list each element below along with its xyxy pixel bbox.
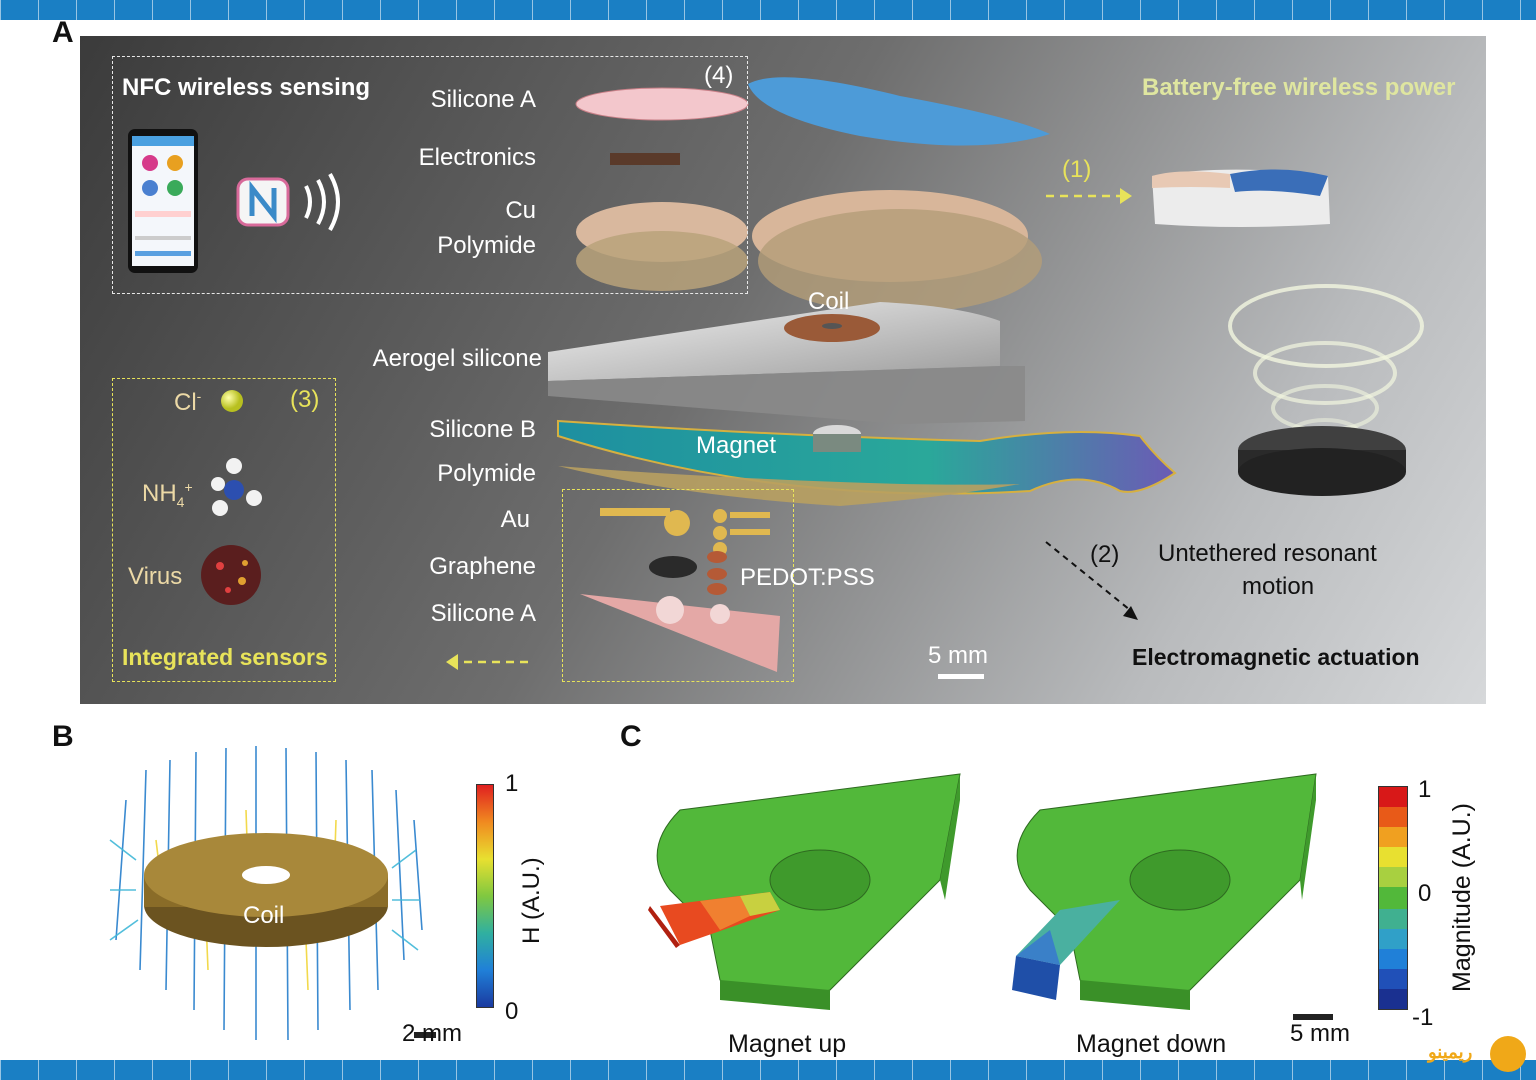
- colorbar-b: [476, 784, 494, 1008]
- magnet-up-label: Magnet up: [728, 1030, 847, 1058]
- au-electrodes: [600, 508, 770, 556]
- watermark-logo: ریمینو: [1428, 1036, 1530, 1072]
- aerogel-slab-top: [548, 302, 1000, 381]
- chloride-ball: [221, 390, 243, 412]
- layer-electronics: Electronics: [418, 144, 536, 171]
- magnet-label: Magnet: [696, 432, 777, 459]
- colorbar-c-label: Magnitude (A.U.): [1448, 803, 1476, 992]
- marker-2: (2): [1090, 541, 1120, 568]
- panel-c-letter: C: [620, 720, 642, 753]
- nh4-molecule: [211, 458, 262, 516]
- panel-b-letter: B: [52, 720, 74, 753]
- nfc-icon: [236, 173, 340, 231]
- arrow-2: [1045, 541, 1131, 611]
- panel-a-illustration: [128, 77, 1424, 679]
- marker-1: (1): [1062, 156, 1092, 183]
- marker-3: (3): [290, 386, 320, 413]
- marker-4: (4): [704, 62, 734, 89]
- actuator-magnet-down: [1012, 773, 1317, 1010]
- scale-bar-c: [1293, 1014, 1333, 1020]
- polymide-bottom-layer: [558, 466, 1020, 506]
- colorbar-c-mid: 0: [1418, 880, 1432, 907]
- au-label: Au: [500, 506, 530, 533]
- nh4-label: NH4+: [142, 479, 193, 510]
- nfc-title: NFC wireless sensing: [122, 74, 371, 101]
- scale-label-b: 2 mm: [402, 1020, 462, 1047]
- colorbar-b-label: H (A.U.): [518, 857, 545, 944]
- pedot-label: PEDOT:PSS: [740, 564, 875, 591]
- layer-silicone-a: Silicone A: [430, 86, 536, 113]
- magnet-down-label: Magnet down: [1076, 1030, 1227, 1058]
- scale-bar-a: [938, 674, 984, 679]
- silicone-a-label-2: Silicone A: [430, 600, 536, 627]
- integrated-sensors-label: Integrated sensors: [122, 644, 328, 670]
- coil-field-illustration: [109, 746, 436, 1041]
- coil-torus: [144, 833, 388, 947]
- pedot-disks: [707, 551, 727, 595]
- scale-bar-b: [414, 1032, 436, 1038]
- colorbar-b-min: 0: [505, 998, 519, 1025]
- actuator-simulation: [648, 773, 1333, 1020]
- silicone-a-bottom: [580, 594, 780, 672]
- colorbar-c-min: -1: [1412, 1004, 1434, 1031]
- graphene-label: Graphene: [429, 553, 536, 580]
- bottom-border-band: [0, 1060, 1536, 1080]
- silicone-top-layer: [748, 77, 1050, 146]
- wireless-rings: [1228, 284, 1424, 450]
- coil-label: Coil: [808, 288, 850, 315]
- electronics-chip: [610, 153, 680, 165]
- watermark-badge-icon: [1490, 1036, 1526, 1072]
- electrodes-box: [562, 489, 794, 682]
- nfc-box: [112, 56, 748, 294]
- aerogel-slab-side: [548, 366, 1025, 424]
- coil-label-b: Coil: [243, 902, 285, 929]
- watermark-text: ریمینو: [1428, 1042, 1473, 1062]
- colorbar-c-max: 1: [1418, 776, 1432, 803]
- panel-a-letter: A: [52, 16, 74, 49]
- phone-icon: [128, 129, 198, 273]
- coil-polymide-layer: [758, 209, 1042, 313]
- actuator-magnet-up: [648, 773, 961, 1010]
- untethered-line2: motion: [1242, 573, 1315, 600]
- silicone-b-label: Silicone B: [429, 416, 536, 443]
- sensors-box: [112, 378, 336, 682]
- battery-title: Battery-free wireless power: [1142, 74, 1456, 101]
- untethered-line1: Untethered resonant: [1158, 540, 1377, 567]
- scale-label-c: 5 mm: [1290, 1020, 1350, 1047]
- colorbar-b-max: 1: [505, 770, 519, 797]
- colorbar-c: [1378, 786, 1408, 1010]
- actuation-label: Electromagnetic actuation: [1132, 644, 1420, 670]
- virus-label: Virus: [128, 563, 183, 590]
- aerogel-label: Aerogel silicone: [372, 345, 542, 372]
- top-border-band: [0, 0, 1536, 20]
- silicone-a-layer: [575, 87, 749, 121]
- scale-label-a: 5 mm: [928, 642, 988, 669]
- virus-icon: [201, 545, 261, 605]
- graphene-disk: [649, 556, 697, 578]
- polymide-label-2: Polymide: [437, 460, 536, 487]
- polymide-layer: [576, 231, 748, 291]
- layer-cu: Cu: [505, 197, 536, 224]
- cl-label: Cl-: [174, 388, 202, 416]
- panel-a-figure: NFC wireless sensing Battery-free wirele…: [80, 36, 1486, 704]
- layer-polymide: Polymide: [437, 232, 536, 259]
